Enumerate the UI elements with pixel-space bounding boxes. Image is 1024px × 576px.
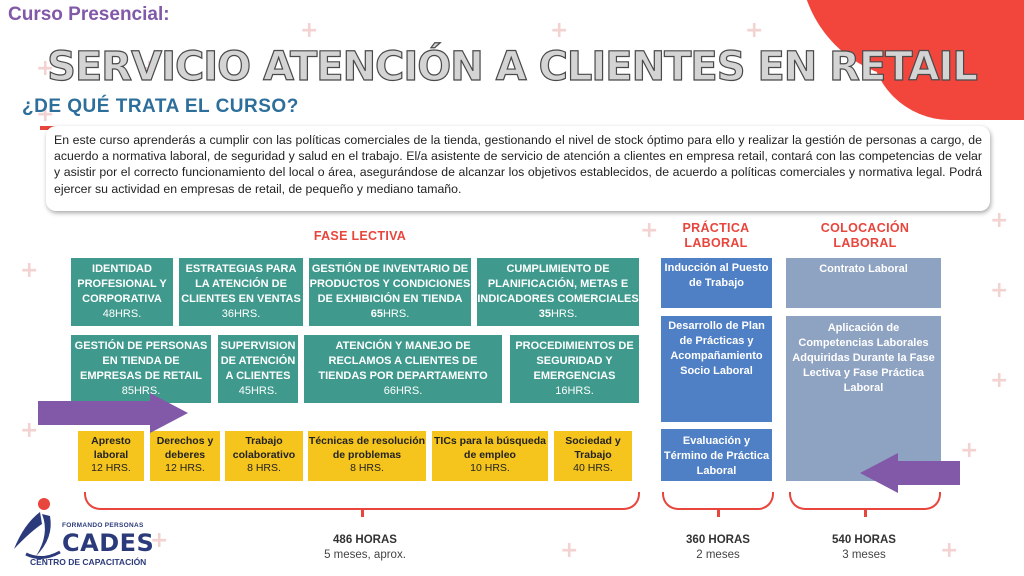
total-duration: 3 meses: [842, 549, 886, 561]
decorative-plus-icon: +: [550, 18, 569, 43]
module-gestion-inventario: GESTIÓN DE INVENTARIO DE PRODUCTOS Y CON…: [309, 258, 471, 326]
brace-practica: [662, 492, 774, 510]
decorative-plus-icon: +: [560, 538, 579, 563]
module-hours: 48HRS.: [102, 308, 142, 320]
module-name: PROCEDIMIENTOS DE SEGURIDAD Y EMERGENCIA…: [515, 340, 634, 382]
transversal-name: Sociedad y Trabajo: [565, 435, 621, 461]
transversal-hours: 10 HRS.: [470, 462, 510, 474]
total-hours: 540 HORAS: [832, 534, 896, 546]
section-heading: ¿DE QUÉ TRATA EL CURSO?: [22, 96, 299, 117]
module-name: CUMPLIMIENTO DE PLANIFICACIÓN, METAS E I…: [477, 263, 639, 305]
decorative-plus-icon: +: [990, 208, 1009, 233]
transversal-apresto: Apresto laboral 12 HRS.: [78, 431, 144, 481]
decorative-plus-icon: +: [20, 258, 39, 283]
transversal-name: Técnicas de resolución de problemas: [308, 435, 426, 461]
decorative-plus-icon: +: [960, 438, 979, 463]
module-identidad-profesional: IDENTIDAD PROFESIONAL Y CORPORATIVA 48HR…: [71, 258, 173, 326]
brace-colocacion: [789, 492, 941, 510]
module-hours: 45HRS.: [238, 385, 278, 397]
module-hours: 16HRS.: [555, 385, 594, 397]
transversal-trabajo-colaborativo: Trabajo colaborativo 8 HRS.: [225, 431, 303, 481]
module-hours: 35HRS.: [477, 307, 639, 322]
decorative-plus-icon: +: [990, 278, 1009, 303]
transversal-hours: 8 HRS.: [247, 462, 281, 474]
module-hours: 66HRS.: [383, 385, 423, 397]
transversal-tics: TICs para la búsqueda de empleo 10 HRS.: [432, 431, 548, 481]
total-duration: 2 meses: [696, 549, 740, 561]
module-hours: 36HRS.: [221, 308, 261, 320]
phase-title-practica: PRÁCTICA LABORAL: [682, 221, 750, 250]
transversal-hours: 40 HRS.: [573, 462, 613, 474]
decorative-plus-icon: +: [20, 418, 39, 443]
logo-tagline: CENTRO DE CAPACITACIÓN: [30, 557, 147, 567]
total-hours: 486 HORAS: [333, 534, 397, 546]
module-hours-number: 65: [370, 308, 383, 320]
logo-name: CADES: [62, 529, 155, 557]
transversal-sociedad-trabajo: Sociedad y Trabajo 40 HRS.: [554, 431, 632, 481]
module-hours-number: 35: [538, 308, 551, 320]
brace-tip: [361, 509, 364, 517]
arrow-left-icon: [860, 453, 960, 493]
colocacion-aplicacion-competencias: Aplicación de Competencias Laborales Adq…: [786, 316, 941, 481]
transversal-hours: 12 HRS.: [91, 462, 131, 474]
decorative-plus-icon: +: [300, 18, 319, 43]
phase-title-lectiva: FASE LECTIVA: [313, 229, 407, 243]
module-name: GESTIÓN DE PERSONAS EN TIENDA DE EMPRESA…: [74, 340, 208, 382]
module-estrategias-atencion: ESTRATEGIAS PARA LA ATENCIÓN DE CLIENTES…: [179, 258, 303, 326]
practica-evaluacion: Evaluación y Término de Práctica Laboral: [661, 429, 772, 481]
total-duration: 5 meses, aprox.: [324, 549, 406, 561]
module-hours-unit: HRS.: [550, 308, 578, 320]
module-name: GESTIÓN DE INVENTARIO DE PRODUCTOS Y CON…: [309, 263, 471, 305]
module-hours-unit: HRS.: [382, 308, 410, 320]
module-name: IDENTIDAD PROFESIONAL Y CORPORATIVA: [77, 263, 167, 305]
decorative-plus-icon: +: [150, 528, 169, 553]
decorative-plus-icon: +: [36, 102, 55, 127]
decorative-plus-icon: +: [36, 56, 55, 81]
practica-induccion: Inducción al Puesto de Trabajo: [661, 258, 772, 308]
phase-title-colocacion: COLOCACIÓN LABORAL: [820, 221, 910, 250]
brace-lectiva: [84, 492, 640, 510]
logo-subtitle: FORMANDO PERSONAS: [62, 522, 144, 529]
transversal-hours: 12 HRS.: [165, 462, 205, 474]
decorative-plus-icon: +: [940, 538, 959, 563]
transversal-tecnicas-resolucion: Técnicas de resolución de problemas 8 HR…: [308, 431, 426, 481]
total-practica: 360 HORAS 2 meses: [668, 533, 768, 563]
course-description: En este curso aprenderás a cumplir con l…: [46, 126, 990, 211]
transversal-name: Apresto laboral: [91, 435, 131, 461]
colocacion-contrato: Contrato Laboral: [786, 258, 941, 308]
decorative-plus-icon: +: [990, 368, 1009, 393]
module-hours: 65HRS.: [309, 307, 471, 322]
brace-tip: [864, 509, 867, 517]
decorative-plus-icon: +: [140, 56, 159, 81]
module-atencion-reclamos: ATENCIÓN Y MANEJO DE RECLAMOS A CLIENTES…: [304, 335, 502, 403]
transversal-hours: 8 HRS.: [350, 462, 384, 474]
module-procedimientos-seguridad: PROCEDIMIENTOS DE SEGURIDAD Y EMERGENCIA…: [510, 335, 639, 403]
module-gestion-personas: GESTIÓN DE PERSONAS EN TIENDA DE EMPRESA…: [71, 335, 211, 403]
brace-tip: [717, 509, 720, 517]
arrow-right-icon: [38, 393, 188, 433]
total-colocacion: 540 HORAS 3 meses: [814, 533, 914, 563]
page-title: SERVICIO ATENCIÓN A CLIENTES EN RETAIL: [47, 43, 979, 90]
decorative-plus-icon: +: [745, 18, 764, 43]
module-supervision-atencion: SUPERVISION DE ATENCIÓN A CLIENTES 45HRS…: [218, 335, 298, 403]
module-name: ATENCIÓN Y MANEJO DE RECLAMOS A CLIENTES…: [318, 340, 488, 382]
transversal-derechos: Derechos y deberes 12 HRS.: [150, 431, 220, 481]
course-type-label: Curso Presencial:: [8, 4, 170, 25]
total-lectiva: 486 HORAS 5 meses, aprox.: [300, 533, 430, 563]
module-name: ESTRATEGIAS PARA LA ATENCIÓN DE CLIENTES…: [181, 263, 301, 305]
cades-logo-icon: [14, 498, 61, 559]
practica-desarrollo-plan: Desarrollo de Plan de Prácticas y Acompa…: [661, 316, 772, 422]
module-cumplimiento-planificacion: CUMPLIMIENTO DE PLANIFICACIÓN, METAS E I…: [477, 258, 639, 326]
transversal-name: Derechos y deberes: [156, 435, 214, 461]
transversal-name: TICs para la búsqueda de empleo: [433, 435, 547, 461]
transversal-name: Trabajo colaborativo: [232, 435, 296, 461]
module-name: SUPERVISION DE ATENCIÓN A CLIENTES: [220, 340, 296, 382]
decorative-plus-icon: +: [640, 218, 659, 243]
total-hours: 360 HORAS: [686, 534, 750, 546]
